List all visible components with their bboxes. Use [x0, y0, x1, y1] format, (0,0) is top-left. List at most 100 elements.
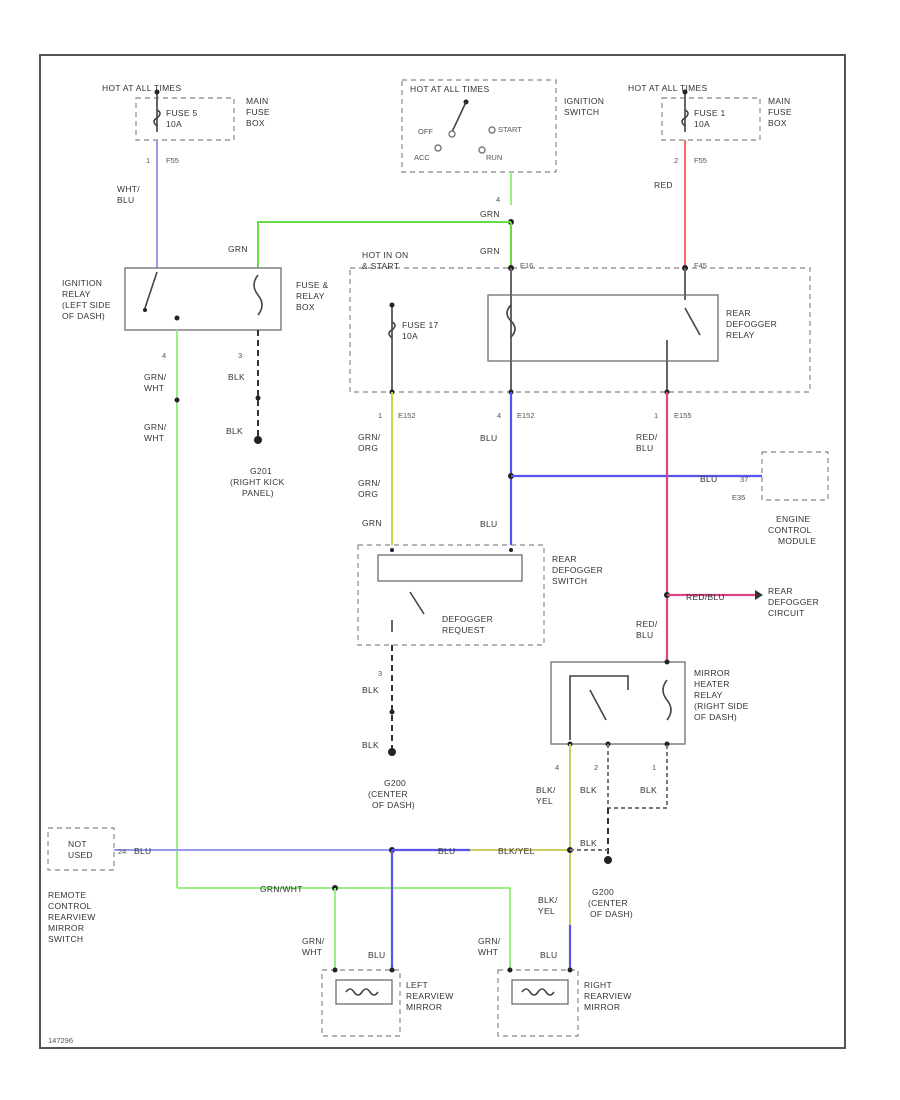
- wire-label-red-blu-a-2: BLU: [636, 443, 653, 453]
- pin-mhr2: 2: [594, 763, 598, 772]
- pin-e35: E35: [732, 493, 745, 502]
- pin-red: 1: [654, 411, 658, 420]
- wire-label-blk-e: BLK: [640, 785, 657, 795]
- g200-b-l3: OF DASH): [590, 909, 633, 919]
- ground-g201-icon: [254, 436, 262, 444]
- ign-relay-l4: OF DASH): [62, 311, 105, 321]
- right-mirror-l2: REARVIEW: [584, 991, 632, 1001]
- wire-label-grn-org-b-1: GRN/: [358, 478, 381, 488]
- wire-blk-relay-gnd: [607, 744, 668, 809]
- fuse-5-label: FUSE 5: [166, 108, 198, 118]
- left-mirror-l2: REARVIEW: [406, 991, 454, 1001]
- wire-label-grn-wht-a-1: GRN/: [144, 372, 167, 382]
- heater-element-icon: [521, 988, 555, 996]
- rdc-l3: CIRCUIT: [768, 608, 805, 618]
- mhr-l3: RELAY: [694, 690, 723, 700]
- main-fuse-box-right-l2: FUSE: [768, 107, 792, 117]
- pin-ign: 4: [496, 195, 500, 204]
- rms-l5: SWITCH: [48, 934, 83, 944]
- rdc-l2: DEFOGGER: [768, 597, 819, 607]
- wire-label-grn-a: GRN: [480, 209, 500, 219]
- pin-f45: F45: [694, 261, 707, 270]
- wire-label-grn-d: GRN: [362, 518, 382, 528]
- pin-ir2: 3: [238, 351, 242, 360]
- pin-f1: 2: [674, 156, 678, 165]
- wire-label-red-blu-a-1: RED/: [636, 432, 658, 442]
- pin-mhr1: 1: [652, 763, 656, 772]
- g200-a-l1: G200: [384, 778, 406, 788]
- relay-coil-icon: [253, 274, 263, 316]
- pin-e155: E155: [674, 411, 692, 420]
- not-used-l2: USED: [68, 850, 93, 860]
- switch-pos-start: START: [498, 125, 522, 134]
- pin-f5: 1: [146, 156, 150, 165]
- fuse-1-amp: 10A: [694, 119, 710, 129]
- rds-l1: REAR: [552, 554, 577, 564]
- wire-grn-to-ign-relay: [257, 221, 511, 268]
- conn-f1: F55: [694, 156, 707, 165]
- switch-pos-acc: ACC: [414, 153, 430, 162]
- main-fuse-box-left-l2: FUSE: [246, 107, 270, 117]
- rms-l4: MIRROR: [48, 923, 84, 933]
- fuse-1-icon: [681, 109, 689, 127]
- wire-label-blk-c: BLK: [362, 740, 379, 750]
- wire-label-blu-d: BLU: [438, 846, 455, 856]
- hot-at-all-times-label-center: HOT AT ALL TIMES: [410, 84, 489, 94]
- left-mirror-l1: LEFT: [406, 980, 428, 990]
- wire-grn-wht-bottom: [177, 887, 511, 970]
- g201-ref: BLK: [226, 426, 243, 436]
- right-rearview-mirror: RIGHT REARVIEW MIRROR: [497, 967, 632, 1037]
- ign-relay-l2: RELAY: [62, 289, 91, 299]
- frb-l1: FUSE &: [296, 280, 329, 290]
- frb-l2: RELAY: [296, 291, 325, 301]
- fuse-17-icon: [388, 321, 396, 339]
- g201-l3: PANEL): [242, 488, 274, 498]
- wire-label-grn-wht-b-2: WHT: [144, 433, 164, 443]
- pin-mhr4: 4: [555, 763, 559, 772]
- remote-mirror-switch: NOT USED REMOTE CONTROL REARVIEW MIRROR …: [47, 827, 115, 944]
- wire-label-grn-wht-d-1: GRN/: [302, 936, 325, 946]
- wire-label-grn-c: GRN: [480, 246, 500, 256]
- ign-relay-l1: IGNITION: [62, 278, 102, 288]
- wire-label-blk-d: BLK: [580, 785, 597, 795]
- frb-l3: BOX: [296, 302, 315, 312]
- ecm-l2: CONTROL: [768, 525, 812, 535]
- diagram-id: 147296: [48, 1036, 73, 1045]
- rdr-l2: DEFOGGER: [726, 319, 777, 329]
- mhr-l5: OF DASH): [694, 712, 737, 722]
- ignition-relay: IGNITION RELAY (LEFT SIDE OF DASH): [62, 267, 282, 331]
- wire-label-grn-wht-e-1: GRN/: [478, 936, 501, 946]
- main-fuse-box-right: HOT AT ALL TIMES FUSE 1 10A MAIN FUSE BO…: [628, 83, 792, 141]
- hot-in-on-l2: & START: [362, 261, 399, 271]
- ign-relay-l3: (LEFT SIDE: [62, 300, 111, 310]
- pin-blu: 4: [497, 411, 501, 420]
- wire-label-blu-f: BLU: [540, 950, 557, 960]
- arrow-right-icon: [755, 590, 763, 600]
- pin-sw3: 3: [378, 669, 382, 678]
- engine-control-module: ENGINE CONTROL MODULE: [761, 451, 829, 546]
- ground-g200-a-icon: [388, 748, 396, 756]
- g200-a-l2: (CENTER: [368, 789, 408, 799]
- wire-label-grn-wht-a-2: WHT: [144, 383, 164, 393]
- main-fuse-box-left-l3: BOX: [246, 118, 265, 128]
- mhr-l1: MIRROR: [694, 668, 730, 678]
- pin-e16: E16: [520, 261, 533, 270]
- wire-label-grn-wht-e-2: WHT: [478, 947, 498, 957]
- main-fuse-box-right-l3: BOX: [768, 118, 787, 128]
- wire-label-blk-yel-b: BLK/YEL: [498, 846, 535, 856]
- diagram-frame: [39, 54, 846, 1049]
- rds-l2: DEFOGGER: [552, 565, 603, 575]
- rdr-l1: REAR: [726, 308, 751, 318]
- hot-at-all-times-label-right: HOT AT ALL TIMES: [628, 83, 707, 93]
- main-fuse-box-left-l1: MAIN: [246, 96, 268, 106]
- switch-pos-run: RUN: [486, 153, 502, 162]
- main-fuse-box-right-l1: MAIN: [768, 96, 790, 106]
- hot-in-on-l1: HOT IN ON: [362, 250, 408, 260]
- def-req-l1: DEFOGGER: [442, 614, 493, 624]
- pin-e152: E152: [398, 411, 416, 420]
- rdr-l3: RELAY: [726, 330, 755, 340]
- rds-l3: SWITCH: [552, 576, 587, 586]
- g200-b-l1: G200: [592, 887, 614, 897]
- rms-l1: REMOTE: [48, 890, 86, 900]
